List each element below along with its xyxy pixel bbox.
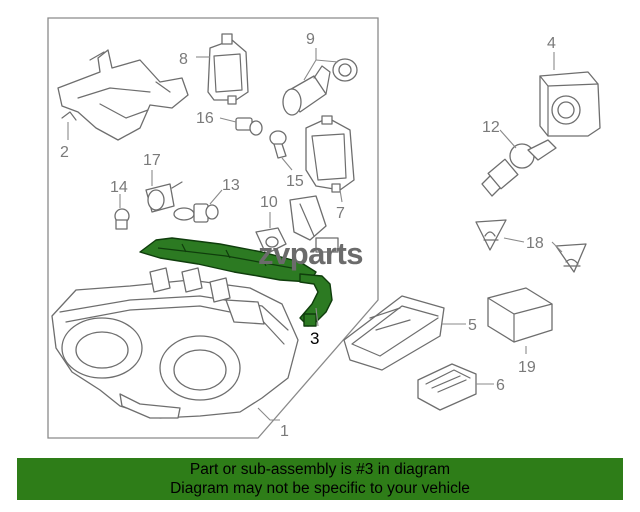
parts-diagram: 2 8 9 16 15 7 — [47, 17, 601, 440]
callout-4: 4 — [547, 35, 556, 52]
callout-3: 3 — [310, 329, 319, 348]
callout-16: 16 — [196, 110, 214, 127]
part-4-igniter — [539, 71, 601, 137]
callout-7: 7 — [336, 205, 345, 222]
part-8-cover-cap — [207, 33, 249, 105]
callout-17: 17 — [143, 152, 161, 169]
assembly-boundary — [47, 17, 379, 439]
callout-14: 14 — [110, 179, 128, 196]
part-2-bracket — [57, 49, 189, 141]
callout-12: 12 — [482, 119, 500, 136]
part-7-frame-cover — [305, 115, 355, 193]
part-5-ballast-module — [343, 295, 445, 371]
part-1-headlight-housing — [51, 267, 299, 419]
part-9-socket — [282, 58, 358, 116]
callout-15: 15 — [286, 173, 304, 190]
callout-13: 13 — [222, 177, 240, 194]
callout-6: 6 — [496, 377, 505, 394]
callout-2: 2 — [60, 144, 69, 161]
part-16-bulb — [235, 117, 263, 136]
part-17-bulb-socket — [145, 181, 183, 213]
part-15-wedge-bulb — [269, 130, 287, 159]
callout-18: 18 — [526, 235, 544, 252]
callout-9: 9 — [306, 31, 315, 48]
callout-8: 8 — [179, 51, 188, 68]
watermark-logo: zvparts — [258, 236, 363, 271]
info-banner: Part or sub-assembly is #3 in diagram Di… — [17, 458, 623, 500]
part-6-connector-module — [417, 363, 477, 411]
part-19-control-unit — [487, 287, 553, 343]
banner-line-2: Diagram may not be specific to your vehi… — [170, 480, 470, 497]
part-10-adjuster — [255, 227, 287, 255]
callout-10: 10 — [260, 194, 278, 211]
part-13-bulb — [173, 203, 219, 223]
part-3-highlighted-trim — [139, 237, 333, 327]
banner-line-1: Part or sub-assembly is #3 in diagram — [189, 461, 451, 478]
part-18-warning-labels — [475, 219, 587, 273]
part-14-small-bulb — [114, 208, 130, 230]
part-12-xenon-bulb — [481, 139, 557, 197]
callout-19: 19 — [518, 359, 536, 376]
callout-1: 1 — [280, 423, 289, 440]
callout-5: 5 — [468, 317, 477, 334]
part-11-motor — [289, 195, 339, 253]
